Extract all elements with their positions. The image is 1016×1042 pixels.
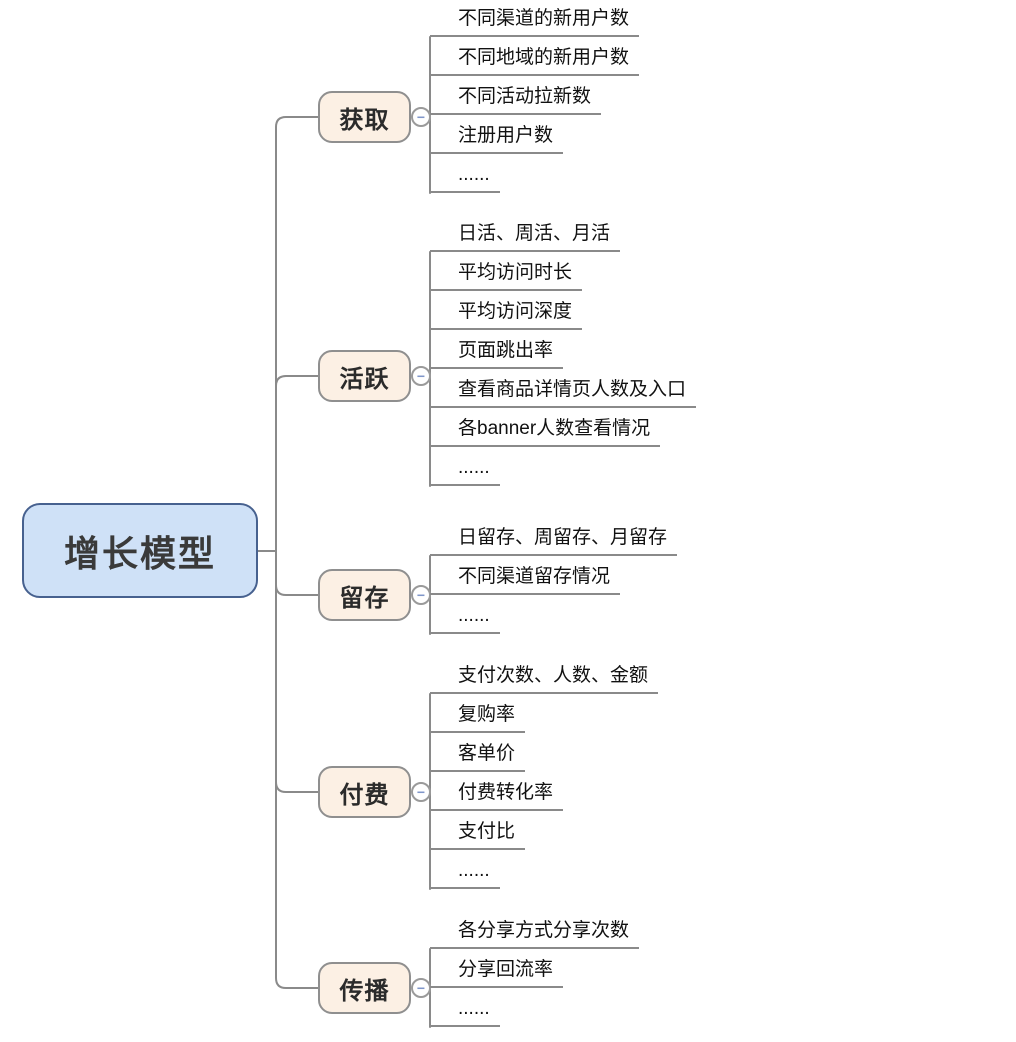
- branch-label: 活跃: [340, 359, 390, 394]
- leaf-node[interactable]: 分享回流率: [430, 949, 563, 988]
- leaf-label: 日留存、周留存、月留存: [458, 522, 667, 549]
- minus-icon: −: [417, 588, 425, 602]
- leaf-node[interactable]: 客单价: [430, 733, 525, 772]
- leaf-node[interactable]: 不同渠道留存情况: [430, 556, 620, 595]
- branch-label: 付费: [340, 775, 390, 810]
- leaf-label: 不同渠道的新用户数: [458, 3, 629, 30]
- leaf-label: ......: [458, 605, 490, 627]
- leaf-node[interactable]: 支付次数、人数、金额: [430, 655, 658, 694]
- children-group-referral: 各分享方式分享次数分享回流率......: [430, 910, 639, 1027]
- leaf-node[interactable]: 查看商品详情页人数及入口: [430, 369, 696, 408]
- leaf-label: ......: [458, 860, 490, 882]
- minus-icon: −: [417, 369, 425, 383]
- leaf-node[interactable]: ......: [430, 988, 500, 1027]
- leaf-label: 平均访问深度: [458, 296, 572, 323]
- connector-path: [276, 782, 318, 792]
- leaf-label: 不同活动拉新数: [458, 81, 591, 108]
- leaf-label: 支付次数、人数、金额: [458, 660, 648, 687]
- leaf-node[interactable]: 注册用户数: [430, 115, 563, 154]
- leaf-node[interactable]: 不同地域的新用户数: [430, 37, 639, 76]
- collapse-button-retention[interactable]: −: [411, 585, 431, 605]
- leaf-node[interactable]: 平均访问时长: [430, 252, 582, 291]
- children-group-revenue: 支付次数、人数、金额复购率客单价付费转化率支付比......: [430, 655, 658, 889]
- children-group-acquisition: 不同渠道的新用户数不同地域的新用户数不同活动拉新数注册用户数......: [430, 0, 639, 193]
- leaf-node[interactable]: ......: [430, 850, 500, 889]
- leaf-label: 各分享方式分享次数: [458, 915, 629, 942]
- connector-path: [276, 117, 318, 988]
- leaf-label: 查看商品详情页人数及入口: [458, 374, 686, 401]
- children-group-retention: 日留存、周留存、月留存不同渠道留存情况......: [430, 517, 677, 634]
- leaf-label: 付费转化率: [458, 777, 553, 804]
- leaf-label: 日活、周活、月活: [458, 218, 610, 245]
- minus-icon: −: [417, 110, 425, 124]
- leaf-node[interactable]: ......: [430, 154, 500, 193]
- branch-node-retention[interactable]: 留存: [318, 569, 411, 621]
- branch-node-revenue[interactable]: 付费: [318, 766, 411, 818]
- leaf-label: 注册用户数: [458, 120, 553, 147]
- leaf-node[interactable]: 各分享方式分享次数: [430, 910, 639, 949]
- root-label: 增长模型: [64, 525, 216, 577]
- leaf-node[interactable]: 各banner人数查看情况: [430, 408, 660, 447]
- leaf-node[interactable]: 复购率: [430, 694, 525, 733]
- collapse-button-referral[interactable]: −: [411, 978, 431, 998]
- leaf-label: ......: [458, 998, 490, 1020]
- leaf-label: 不同地域的新用户数: [458, 42, 629, 69]
- minus-icon: −: [417, 981, 425, 995]
- branch-node-referral[interactable]: 传播: [318, 962, 411, 1014]
- leaf-label: 客单价: [458, 738, 515, 765]
- collapse-button-activation[interactable]: −: [411, 366, 431, 386]
- connector-path: [276, 585, 318, 595]
- leaf-node[interactable]: 页面跳出率: [430, 330, 563, 369]
- minus-icon: −: [417, 785, 425, 799]
- root-node[interactable]: 增长模型: [22, 503, 258, 598]
- leaf-node[interactable]: ......: [430, 595, 500, 634]
- leaf-label: 各banner人数查看情况: [458, 413, 650, 440]
- leaf-label: ......: [458, 457, 490, 479]
- children-group-activation: 日活、周活、月活平均访问时长平均访问深度页面跳出率查看商品详情页人数及入口各ba…: [430, 213, 696, 486]
- leaf-node[interactable]: 日活、周活、月活: [430, 213, 620, 252]
- branch-node-acquisition[interactable]: 获取: [318, 91, 411, 143]
- leaf-node[interactable]: 日留存、周留存、月留存: [430, 517, 677, 556]
- leaf-label: 复购率: [458, 699, 515, 726]
- leaf-label: 平均访问时长: [458, 257, 572, 284]
- branch-node-activation[interactable]: 活跃: [318, 350, 411, 402]
- collapse-button-revenue[interactable]: −: [411, 782, 431, 802]
- leaf-node[interactable]: 不同渠道的新用户数: [430, 0, 639, 37]
- leaf-node[interactable]: 支付比: [430, 811, 525, 850]
- leaf-node[interactable]: 不同活动拉新数: [430, 76, 601, 115]
- leaf-label: 不同渠道留存情况: [458, 561, 610, 588]
- leaf-label: ......: [458, 164, 490, 186]
- leaf-label: 页面跳出率: [458, 335, 553, 362]
- connector-path: [276, 376, 318, 386]
- leaf-node[interactable]: 付费转化率: [430, 772, 563, 811]
- branch-label: 获取: [340, 100, 390, 135]
- leaf-label: 支付比: [458, 816, 515, 843]
- branch-label: 传播: [340, 971, 390, 1006]
- leaf-node[interactable]: ......: [430, 447, 500, 486]
- branch-label: 留存: [340, 578, 390, 613]
- leaf-node[interactable]: 平均访问深度: [430, 291, 582, 330]
- collapse-button-acquisition[interactable]: −: [411, 107, 431, 127]
- leaf-label: 分享回流率: [458, 954, 553, 981]
